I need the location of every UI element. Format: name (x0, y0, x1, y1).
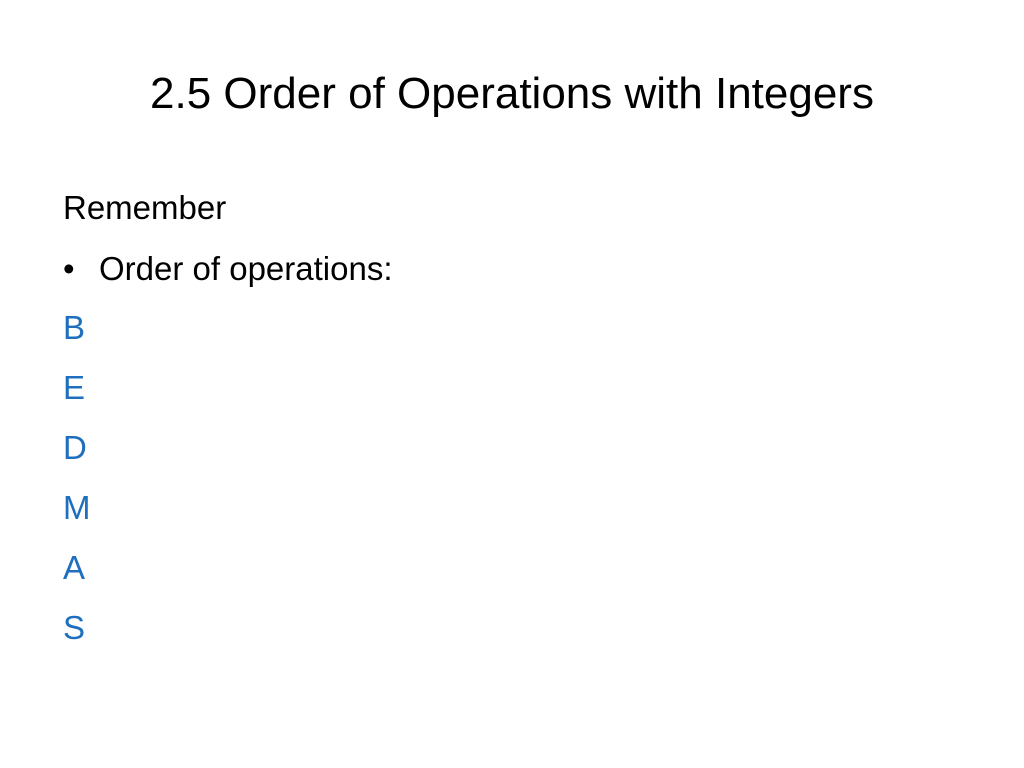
letter-d: D (63, 429, 87, 466)
bullet-icon: • (63, 250, 75, 287)
slide-title: 2.5 Order of Operations with Integers (150, 69, 874, 118)
letter-m: M (63, 489, 91, 526)
letter-a: A (63, 549, 86, 586)
bullet-item: • Order of operations: (63, 249, 393, 289)
letter-b: B (63, 309, 86, 346)
letter-e: E (63, 369, 86, 406)
bullet-text: Order of operations: (99, 250, 393, 287)
remember-label: Remember (63, 189, 227, 226)
letter-s: S (63, 609, 86, 646)
